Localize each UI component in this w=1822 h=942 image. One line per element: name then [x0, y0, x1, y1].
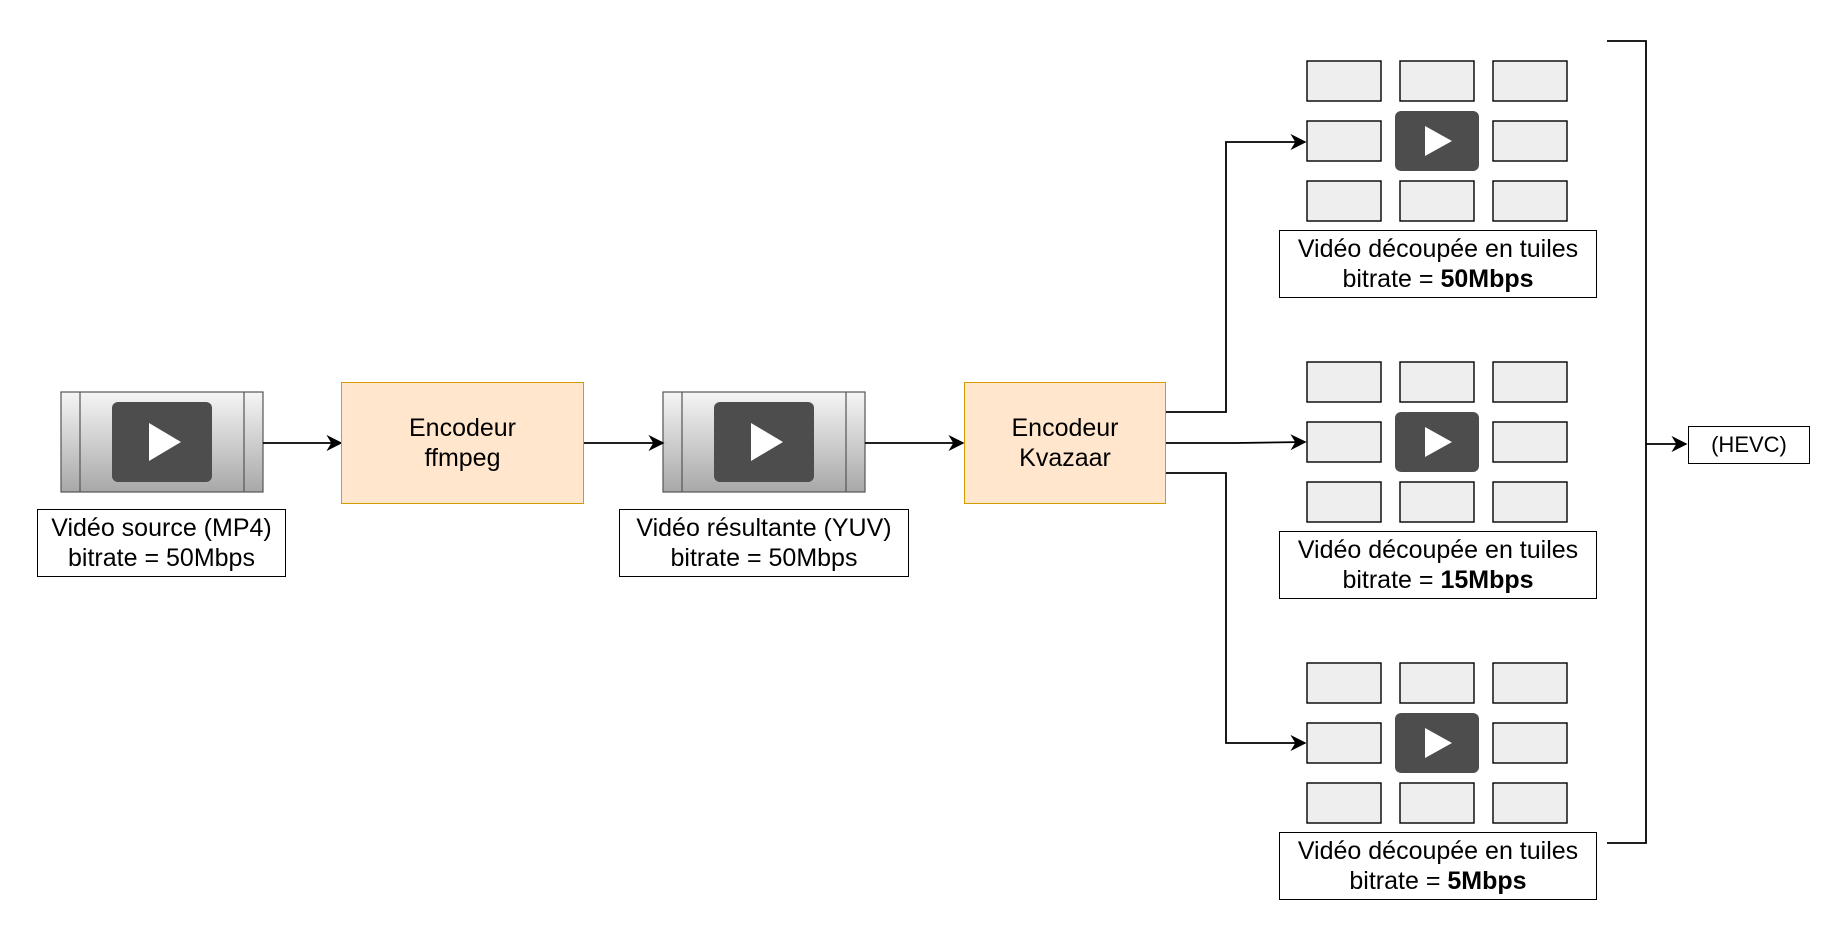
tile: [1492, 361, 1568, 403]
play-icon: [1425, 126, 1452, 156]
play-icon: [1425, 427, 1452, 457]
tile: [1399, 361, 1475, 403]
tiled-video-title: Vidéo découpée en tuiles: [1297, 234, 1579, 263]
result-video-label: Vidéo résultante (YUV) bitrate = 50Mbps: [619, 509, 909, 577]
bitrate-prefix: bitrate =: [1342, 265, 1441, 293]
tile: [1492, 481, 1568, 523]
bitrate-prefix: bitrate =: [1349, 867, 1448, 895]
tile-grid-50: [1306, 60, 1568, 222]
source-video-title: Vidéo source (MP4): [51, 513, 272, 542]
encoder-kvazaar-line2: Kvazaar: [1019, 444, 1111, 472]
tile: [1492, 782, 1568, 824]
tile-grid-15: [1306, 361, 1568, 523]
arrow-kvazaar-to-tiles-50: [1165, 133, 1307, 413]
tile: [1492, 120, 1568, 162]
tiled-video-title: Vidéo découpée en tuiles: [1297, 836, 1579, 865]
tile: [1306, 481, 1382, 523]
tile: [1306, 421, 1382, 463]
tile: [1399, 180, 1475, 222]
bracket: [1607, 40, 1647, 844]
tiled-video-title: Vidéo découpée en tuiles: [1297, 535, 1579, 564]
encoder-ffmpeg-line1: Encodeur: [408, 413, 517, 442]
tile: [1399, 481, 1475, 523]
tile: [1492, 60, 1568, 102]
play-icon: [751, 423, 783, 461]
tile: [1492, 180, 1568, 222]
tile: [1492, 722, 1568, 764]
tile: [1399, 662, 1475, 704]
tile: [1306, 722, 1382, 764]
encoder-ffmpeg: Encodeur ffmpeg: [341, 382, 584, 504]
tiled-video-label-50: Vidéo découpée en tuiles bitrate = 50Mbp…: [1279, 230, 1597, 298]
tile: [1306, 60, 1382, 102]
source-video-label: Vidéo source (MP4) bitrate = 50Mbps: [37, 509, 286, 577]
bitrate-value: 50Mbps: [1440, 265, 1534, 293]
encoder-kvazaar-line1: Encodeur: [1011, 413, 1119, 442]
tile: [1492, 421, 1568, 463]
tile: [1306, 120, 1382, 162]
hevc-output: (HEVC): [1688, 426, 1810, 464]
tile: [1399, 60, 1475, 102]
bitrate-value: 5Mbps: [1447, 867, 1527, 895]
tiled-video-label-5: Vidéo découpée en tuiles bitrate = 5Mbps: [1279, 832, 1597, 900]
tile: [1399, 782, 1475, 824]
tiled-video-bitrate-line: bitrate = 15Mbps: [1342, 565, 1533, 596]
tile-grids: [1306, 60, 1568, 824]
source-video-bitrate: bitrate = 50Mbps: [68, 544, 255, 572]
tile-grid-5: [1306, 662, 1568, 824]
encoder-kvazaar: Encodeur Kvazaar: [964, 382, 1166, 504]
bitrate-value: 15Mbps: [1440, 566, 1534, 594]
result-video-title: Vidéo résultante (YUV): [636, 513, 892, 542]
play-icon: [1425, 728, 1452, 758]
result-video-bitrate: bitrate = 50Mbps: [670, 544, 858, 572]
tile: [1306, 361, 1382, 403]
tiled-video-label-15: Vidéo découpée en tuiles bitrate = 15Mbp…: [1279, 531, 1597, 599]
connectors: [263, 40, 1688, 844]
tile: [1306, 782, 1382, 824]
hevc-output-label: (HEVC): [1711, 432, 1787, 457]
encoder-ffmpeg-line2: ffmpeg: [424, 444, 501, 472]
bitrate-prefix: bitrate =: [1342, 566, 1441, 594]
tile: [1306, 662, 1382, 704]
source-video-icon: [60, 391, 264, 493]
result-video-icon: [662, 391, 866, 493]
tile: [1306, 180, 1382, 222]
tiled-video-bitrate-line: bitrate = 5Mbps: [1349, 866, 1526, 897]
play-icon: [149, 423, 181, 461]
arrow-kvazaar-to-tiles-5: [1165, 472, 1307, 752]
tile: [1492, 662, 1568, 704]
arrow-kvazaar-to-tiles-15: [1165, 434, 1307, 451]
tiled-video-bitrate-line: bitrate = 50Mbps: [1342, 264, 1533, 295]
